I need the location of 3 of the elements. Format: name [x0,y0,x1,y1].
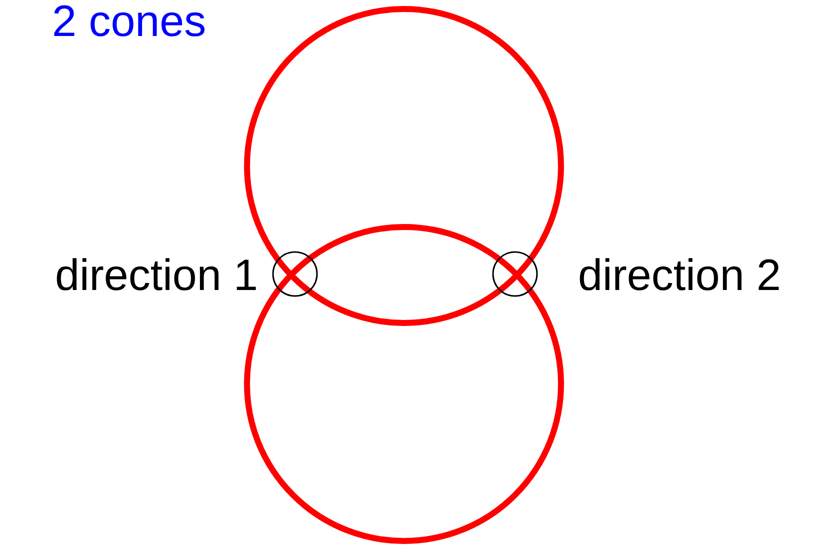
direction-label: direction 2 [578,254,782,298]
direction-label: direction 1 [54,254,258,298]
cones-caption: 2 cones [52,0,206,44]
